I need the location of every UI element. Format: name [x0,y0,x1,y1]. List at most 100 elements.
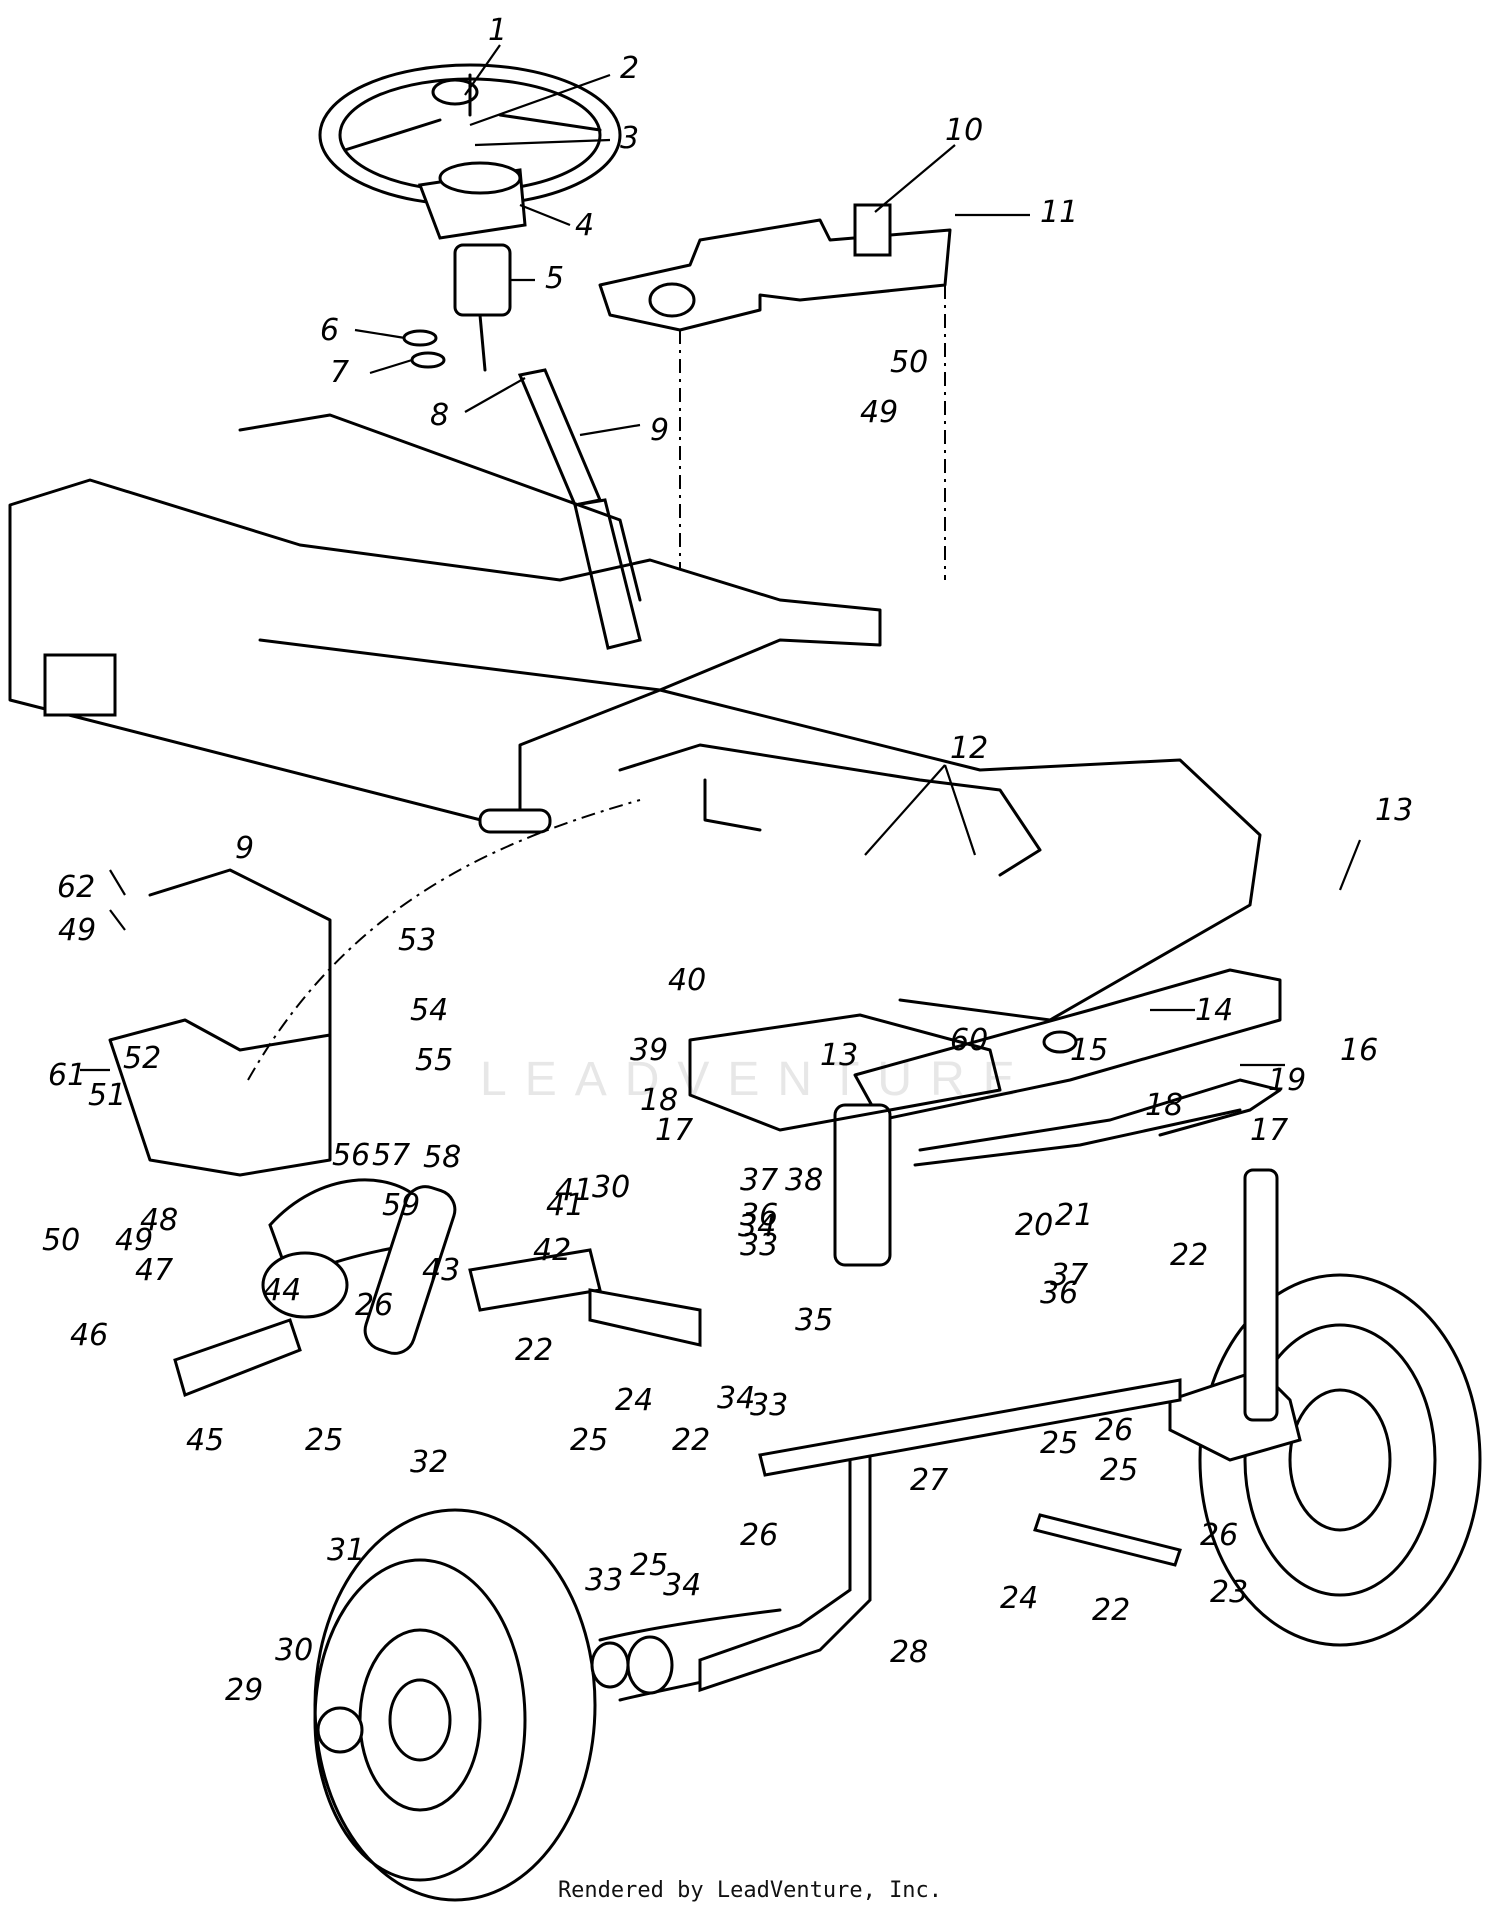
callout-52: 52 [123,1041,161,1076]
callout-49: 49 [115,1223,153,1258]
callout-30: 30 [275,1633,313,1668]
front-axle [688,968,1282,1267]
callout-25: 25 [630,1548,668,1583]
callout-35: 35 [795,1303,833,1338]
callout-34: 34 [717,1381,755,1416]
callout-36: 36 [1040,1276,1078,1311]
callout-26: 26 [1200,1518,1238,1553]
callout-24: 24 [615,1383,653,1418]
callout-34: 34 [663,1568,701,1603]
callout-19: 19 [1268,1063,1306,1098]
callout-27: 27 [910,1463,948,1498]
callout-8: 8 [430,398,449,433]
callout-9: 9 [650,413,669,448]
callout-53: 53 [398,923,436,958]
callout-15: 15 [1070,1033,1108,1068]
steering-wheel [318,63,622,372]
callout-38: 38 [785,1163,823,1198]
callout-7: 7 [330,355,349,390]
callout-1: 1 [488,13,507,48]
callout-31: 31 [327,1533,365,1568]
callout-42: 42 [533,1233,571,1268]
callout-12: 12 [950,731,988,766]
callout-54: 54 [410,993,448,1028]
leader-lines [80,44,1362,1072]
callout-61: 61 [48,1058,86,1093]
callout-25: 25 [305,1423,343,1458]
callout-44: 44 [263,1273,301,1308]
dash-panel [598,203,952,580]
callout-49: 49 [860,395,898,430]
callout-50: 50 [890,345,928,380]
frame [8,413,1262,1022]
callout-25: 25 [1040,1426,1078,1461]
callout-46: 46 [70,1318,108,1353]
gear-bracket [108,868,702,1397]
callout-22: 22 [672,1423,710,1458]
callout-59: 59 [382,1188,420,1223]
callout-18: 18 [640,1083,678,1118]
callout-3: 3 [620,121,639,156]
callout-16: 16 [1340,1033,1378,1068]
callout-26: 26 [1095,1413,1133,1448]
callout-41: 41 [546,1188,584,1223]
callout-17: 17 [1250,1113,1288,1148]
callout-36: 36 [740,1198,778,1233]
callout-49: 49 [58,913,96,948]
callout-57: 57 [372,1138,410,1173]
watermark: LEADVENTURE [480,1053,1033,1106]
callout-32: 32 [410,1445,448,1480]
callout-26: 26 [355,1288,393,1323]
callout-34: 34 [738,1209,776,1244]
callout-39: 39 [630,1033,668,1068]
callout-18: 18 [1145,1088,1183,1123]
callout-33: 33 [585,1563,623,1598]
callout-23: 23 [1210,1575,1248,1610]
callout-28: 28 [890,1635,928,1670]
callout-45: 45 [186,1423,224,1458]
callout-17: 17 [655,1113,693,1148]
callout-10: 10 [945,113,983,148]
callout-25: 25 [570,1423,608,1458]
front-wheel-right [1168,1168,1482,1647]
callout-40: 40 [668,963,706,998]
tie-rods [758,1378,1182,1567]
callout-2: 2 [620,51,639,86]
callout-41: 41 [555,1173,593,1208]
spindle-left [590,1438,872,1695]
callout-9: 9 [235,831,254,866]
callout-14: 14 [1195,993,1233,1028]
callout-24: 24 [1000,1581,1038,1616]
callout-33: 33 [740,1228,778,1263]
callout-21: 21 [1055,1198,1093,1233]
callout-26: 26 [740,1518,778,1553]
front-wheel-left [313,1508,792,1902]
steering-shaft [247,368,642,1081]
callout-48: 48 [140,1203,178,1238]
callout-11: 11 [1040,195,1078,230]
callout-56: 56 [332,1138,370,1173]
callout-33: 33 [750,1388,788,1423]
callout-50: 50 [42,1223,80,1258]
footer-credit: Rendered by LeadVenture, Inc. [557,1878,943,1903]
callout-22: 22 [1092,1593,1130,1628]
callout-22: 22 [1170,1238,1208,1273]
callout-47: 47 [135,1253,173,1288]
callout-20: 20 [1015,1208,1053,1243]
callout-13: 13 [820,1038,858,1073]
callout-43: 43 [422,1253,460,1288]
callout-51: 51 [88,1078,126,1113]
callout-22: 22 [515,1333,553,1368]
callout-58: 58 [423,1140,461,1175]
callout-5: 5 [545,261,564,296]
callout-37: 37 [1050,1258,1088,1293]
callout-13: 13 [1375,793,1413,828]
callout-62: 62 [57,870,95,905]
callout-25: 25 [1100,1453,1138,1488]
callout-37: 37 [740,1163,778,1198]
callout-4: 4 [575,208,594,243]
callout-6: 6 [320,313,339,348]
